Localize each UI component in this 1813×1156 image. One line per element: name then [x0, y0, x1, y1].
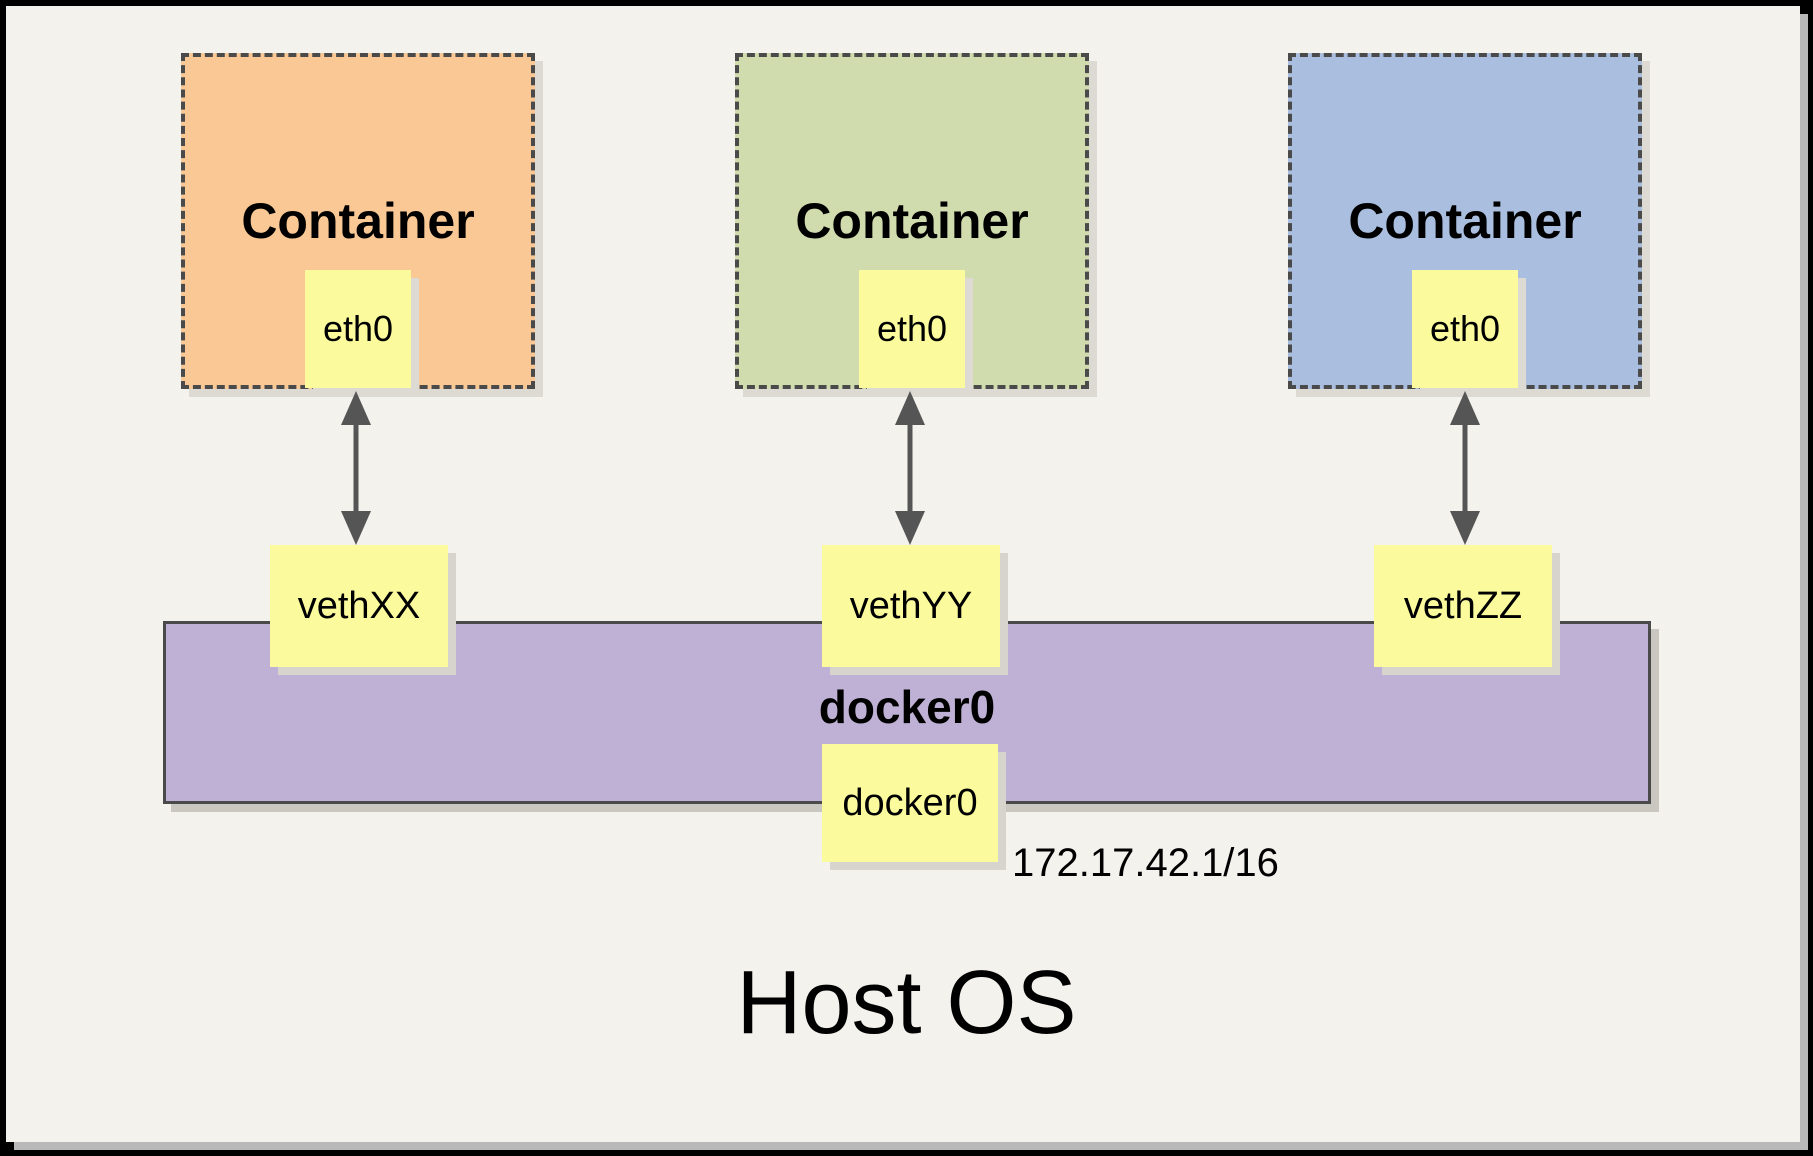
- container-label: Container: [795, 193, 1029, 249]
- veth-box-3: vethZZ: [1374, 545, 1552, 667]
- eth0-interface-box: eth0: [1412, 270, 1518, 388]
- veth-connector-arrow-2: [895, 391, 925, 545]
- veth-label: vethYY: [849, 584, 973, 627]
- veth-box-1: vethXX: [270, 545, 448, 667]
- container-box-3: Container eth0: [1288, 53, 1642, 389]
- veth-connector-arrow-3: [1450, 391, 1480, 545]
- docker0-interface-box: docker0: [822, 744, 998, 862]
- eth0-interface-label: eth0: [322, 308, 394, 349]
- host-os-label: Host OS: [736, 953, 1077, 1053]
- eth0-interface-label: eth0: [876, 308, 948, 349]
- arrow-shaft: [1462, 419, 1468, 517]
- bridge-ip-address: 172.17.42.1/16: [1012, 841, 1279, 885]
- docker0-interface-label: docker0: [842, 781, 978, 824]
- container-box-2: Container eth0: [735, 53, 1089, 389]
- container-label: Container: [241, 193, 475, 249]
- eth0-interface-label: eth0: [1429, 308, 1501, 349]
- arrowhead-down-icon: [1450, 511, 1480, 545]
- veth-box-2: vethYY: [822, 545, 1000, 667]
- arrowhead-down-icon: [341, 511, 371, 545]
- docker0-bridge-label: docker0: [818, 681, 996, 733]
- veth-connector-arrow-1: [341, 391, 371, 545]
- arrow-shaft: [353, 419, 359, 517]
- eth0-interface-box: eth0: [305, 270, 411, 388]
- eth0-interface-box: eth0: [859, 270, 965, 388]
- container-box-1: Container eth0: [181, 53, 535, 389]
- container-label: Container: [1348, 193, 1582, 249]
- veth-label: vethZZ: [1403, 584, 1523, 627]
- arrow-shaft: [907, 419, 913, 517]
- veth-label: vethXX: [297, 584, 421, 627]
- arrowhead-down-icon: [895, 511, 925, 545]
